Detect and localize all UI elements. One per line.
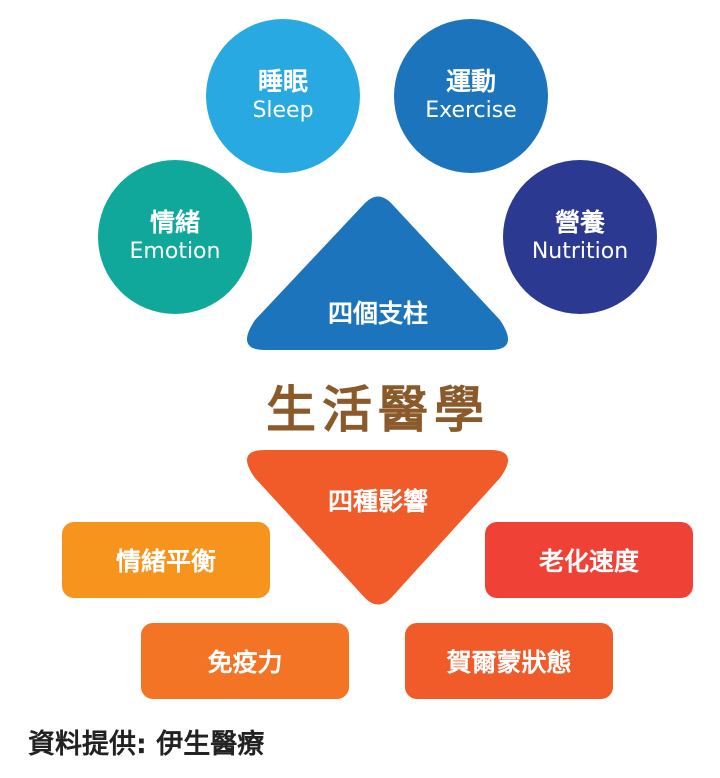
main-title: 生活醫學 xyxy=(266,381,490,439)
pillar-sleep-en: Sleep xyxy=(252,98,314,123)
pillar-nutrition-en: Nutrition xyxy=(531,239,629,264)
impact-emotional-balance: 情緒平衡 xyxy=(62,522,270,598)
pillar-exercise-en: Exercise xyxy=(425,98,517,123)
impact-immunity: 免疫力 xyxy=(141,623,349,699)
pillar-exercise: 運動 Exercise xyxy=(394,19,548,173)
pillar-nutrition: 營養 Nutrition xyxy=(503,160,657,314)
pillars-label: 四個支柱 xyxy=(327,299,428,328)
impacts-triangle xyxy=(247,450,508,605)
pillar-emotion-en: Emotion xyxy=(129,239,221,264)
pillar-sleep: 睡眠 Sleep xyxy=(206,19,360,173)
source-credit: 資料提供: 伊生醫療 xyxy=(28,729,265,760)
impact-aging-speed: 老化速度 xyxy=(485,522,693,598)
impacts-label: 四種影響 xyxy=(327,487,428,516)
pillar-emotion: 情緒 Emotion xyxy=(98,160,252,314)
pillars-triangle xyxy=(247,196,508,350)
pillar-emotion-zh: 情緒 xyxy=(149,208,200,237)
pillar-nutrition-zh: 營養 xyxy=(554,208,605,237)
pillar-sleep-zh: 睡眠 xyxy=(257,67,308,96)
impact-hormone-status: 賀爾蒙狀態 xyxy=(405,623,613,699)
pillar-exercise-zh: 運動 xyxy=(445,67,496,96)
